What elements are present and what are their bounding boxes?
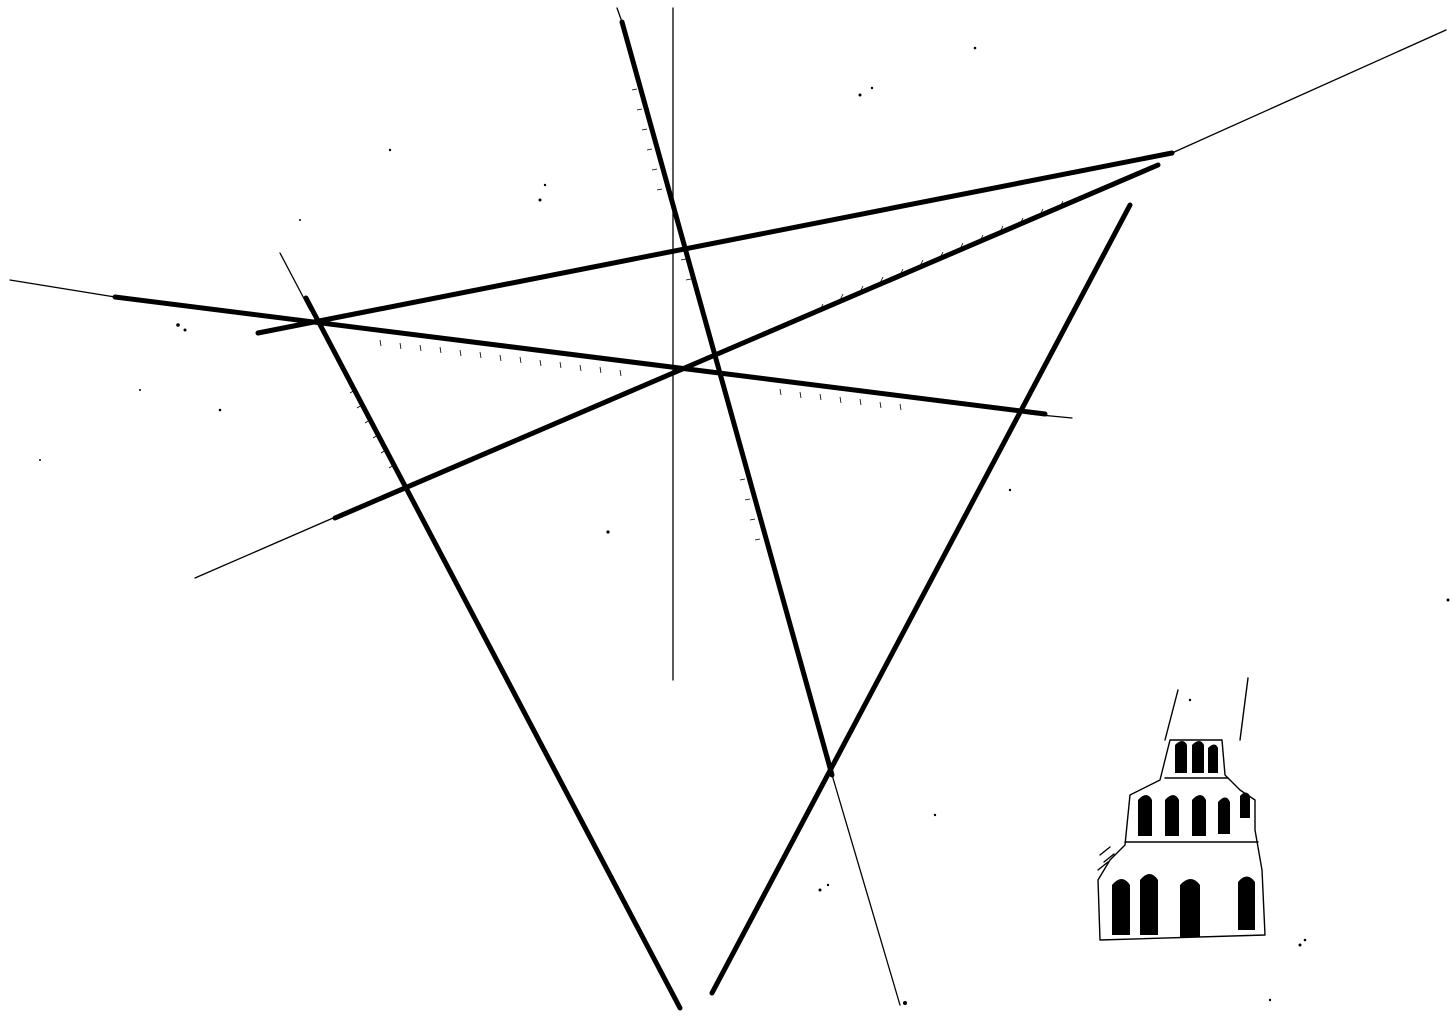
speck (871, 87, 873, 89)
tower-window (1192, 795, 1206, 836)
tower-top-spire (1165, 678, 1248, 740)
right-island (1232, 387, 1325, 432)
speck (827, 884, 829, 886)
loop-12 (554, 735, 582, 771)
tower-sketch (1098, 678, 1265, 940)
tower-window (1180, 879, 1200, 937)
loop-14 (1096, 613, 1128, 653)
thin-line-left-extension (10, 280, 115, 297)
speck (1189, 699, 1191, 701)
fringe-horizontal (380, 340, 901, 410)
thick-strokes (115, 22, 1172, 1008)
speck (903, 1001, 907, 1005)
speck (544, 184, 546, 186)
ink-specks (39, 47, 1450, 1005)
loop-2 (385, 565, 405, 595)
thick-line-horizontal-b (258, 153, 1172, 333)
speck (1447, 599, 1450, 602)
speck (974, 47, 977, 50)
loop-8 (648, 437, 676, 473)
loop-3 (340, 588, 385, 633)
tower-window (1112, 879, 1130, 935)
loop-11 (360, 718, 412, 759)
loop-4 (710, 549, 734, 601)
contour-mid-blob (556, 422, 651, 476)
tower-window (1175, 741, 1187, 773)
contour-east-lobe (841, 351, 905, 418)
contour-inner-ring-a (513, 607, 556, 680)
thin-line-bottom-extension (830, 768, 900, 1005)
tower-window (1218, 798, 1230, 835)
speck (299, 219, 301, 221)
speck (176, 323, 180, 327)
thick-line-horizontal-a (115, 297, 1045, 414)
speck (39, 459, 41, 461)
contour-bottom-river (620, 712, 782, 1010)
thin-line-lower-diagonal (195, 515, 340, 578)
fringe-steep (632, 89, 760, 540)
speck (1269, 999, 1271, 1001)
stroke-fringes (350, 89, 1063, 540)
loop-9 (750, 608, 770, 652)
speck (934, 814, 936, 816)
loop-17 (956, 800, 980, 852)
loop-5 (823, 635, 847, 685)
loop-6 (856, 635, 880, 685)
loop-16 (1087, 700, 1123, 755)
speck (1304, 939, 1307, 942)
loop-10 (794, 478, 806, 498)
loop-19 (590, 811, 618, 836)
speck (184, 329, 187, 332)
speck (859, 94, 862, 97)
contour-upper-coast (610, 179, 1196, 275)
tower-window (1238, 877, 1255, 931)
thick-line-steep (622, 22, 832, 775)
thick-line-right-leg (712, 205, 1130, 993)
loop-13 (856, 417, 876, 453)
contour-right-edge (820, 230, 1090, 760)
speck (139, 389, 141, 391)
loop-18 (1150, 201, 1192, 239)
thin-construction-lines (10, 8, 1446, 1005)
speck (1299, 944, 1302, 947)
speck (389, 149, 391, 151)
speck (1009, 489, 1011, 491)
tower-window (1192, 741, 1204, 773)
tower-window (1140, 874, 1158, 935)
loop-15 (1147, 667, 1171, 703)
contour-large-island (532, 532, 697, 696)
tower-window (1165, 795, 1179, 836)
tower-window (1240, 793, 1250, 819)
speck (219, 409, 222, 412)
tower-window (1208, 745, 1218, 774)
thin-line-right-upper (1172, 30, 1446, 153)
thick-line-left-leg (306, 298, 680, 1008)
speck (539, 199, 542, 202)
speck (606, 530, 609, 533)
speck (819, 889, 822, 892)
tower-window (1138, 795, 1152, 836)
loop-7 (820, 586, 840, 614)
